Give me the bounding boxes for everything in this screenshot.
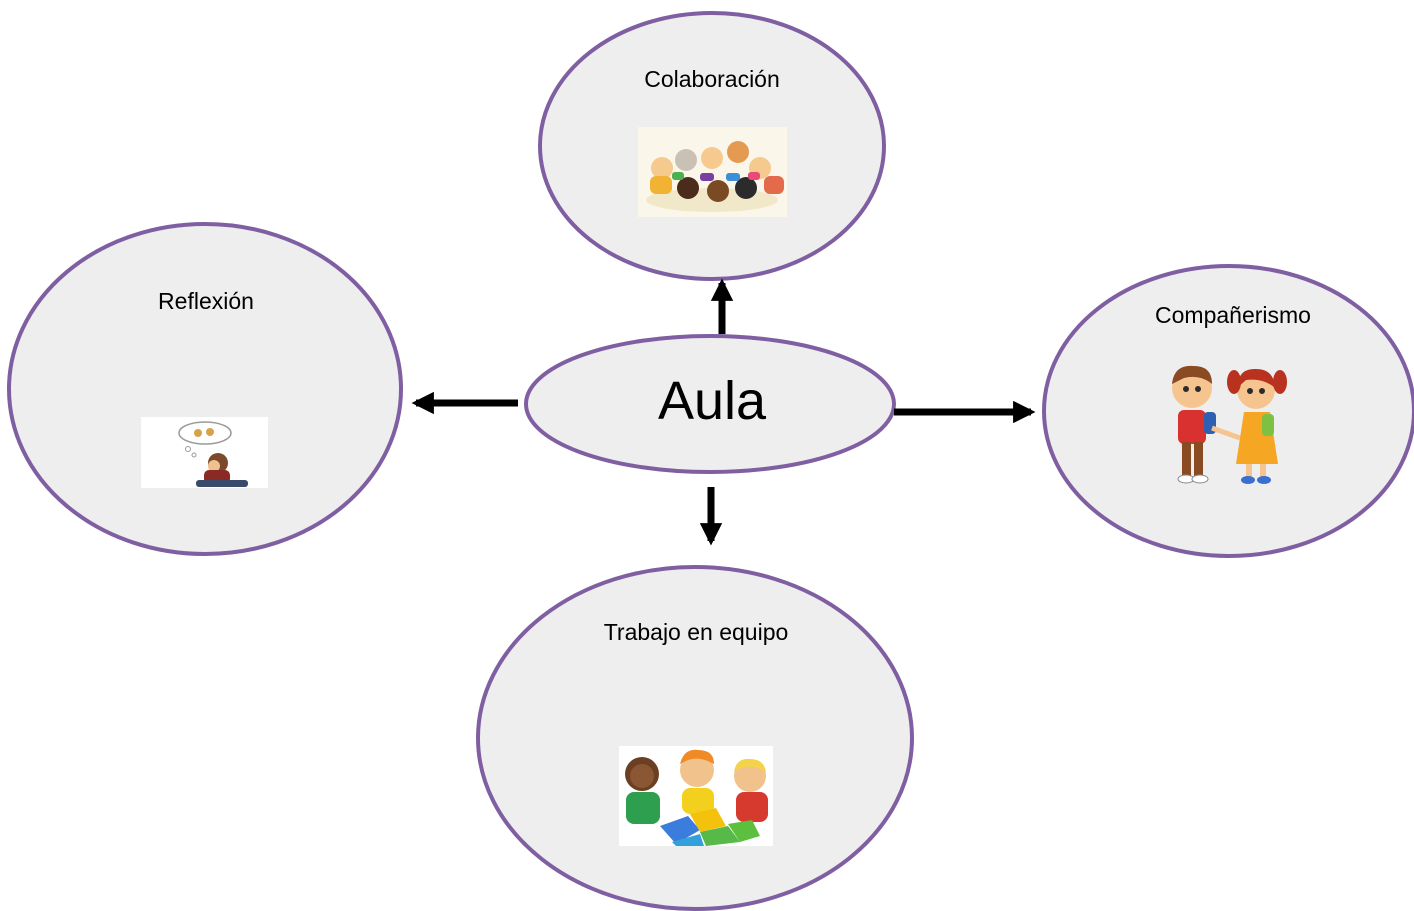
center-label: Aula bbox=[657, 371, 767, 431]
center-ellipse bbox=[524, 334, 896, 474]
node-right-label: Compañerismo bbox=[1155, 302, 1311, 328]
companionship-illustration bbox=[1172, 365, 1287, 484]
node-left-label: Reflexión bbox=[158, 288, 254, 314]
collaboration-illustration bbox=[638, 127, 787, 217]
node-bottom-ellipse bbox=[476, 565, 914, 911]
node-bottom-label: Trabajo en equipo bbox=[603, 619, 789, 645]
node-top-label: Colaboración bbox=[644, 66, 780, 92]
reflection-illustration bbox=[141, 417, 268, 488]
node-right-ellipse bbox=[1042, 264, 1414, 558]
teamwork-illustration bbox=[619, 746, 773, 846]
node-left-ellipse bbox=[7, 222, 403, 556]
